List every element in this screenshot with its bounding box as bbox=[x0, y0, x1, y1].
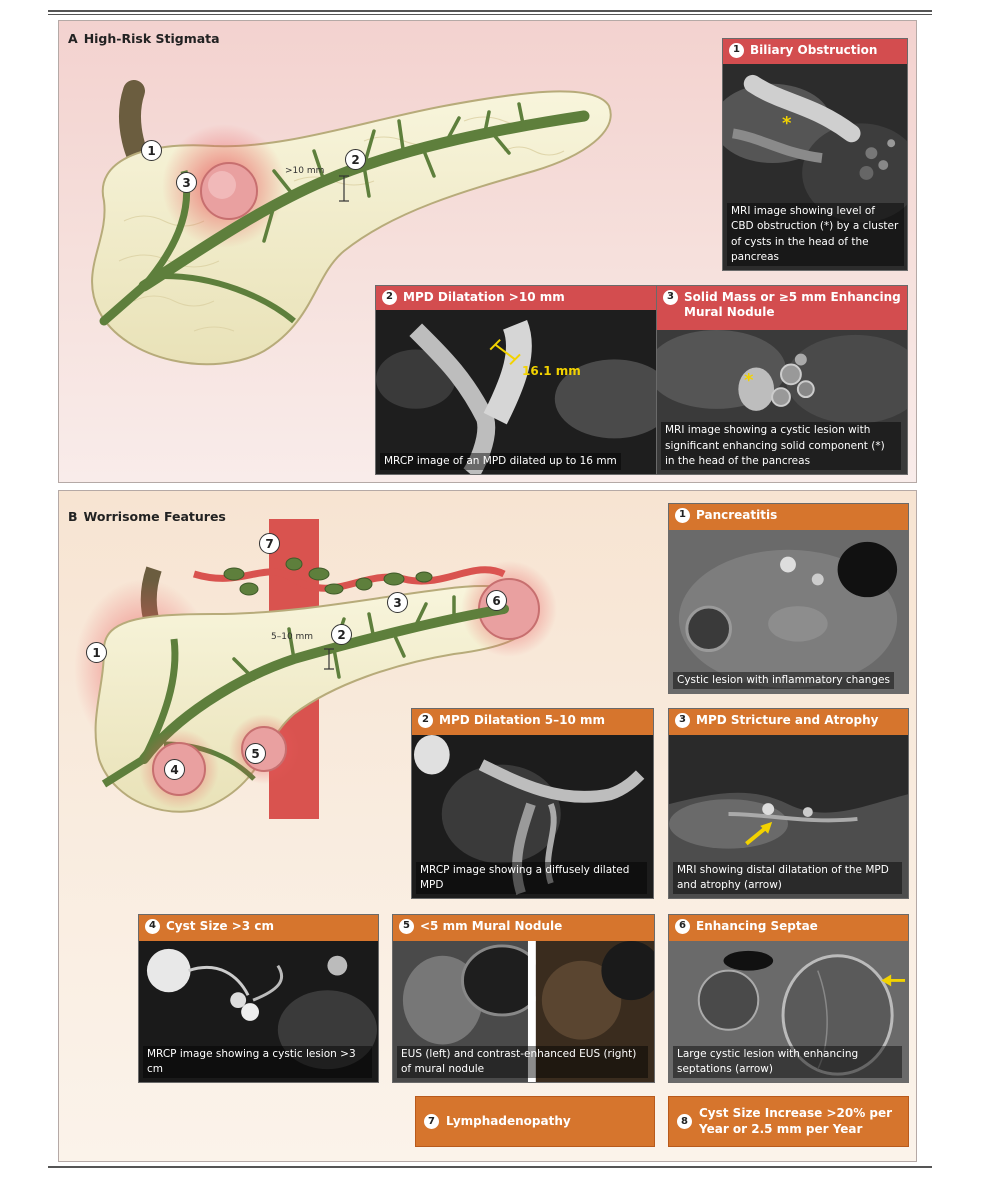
panel-cyst-size-increase: 8 Cyst Size Increase >20% per Year or 2.… bbox=[668, 1096, 909, 1147]
panel-b1-caption: Cystic lesion with inflammatory changes bbox=[673, 671, 894, 689]
panel-a3-asterisk: * bbox=[744, 370, 754, 391]
panel-a2-image bbox=[376, 310, 672, 474]
section-a-title: A High-Risk Stigmata bbox=[68, 31, 220, 46]
panel-b5-number: 5 bbox=[399, 919, 414, 934]
top-rule-thick bbox=[48, 10, 932, 12]
panel-a2-measurement: 16.1 mm bbox=[522, 364, 581, 378]
panel-a1-title: Biliary Obstruction bbox=[750, 43, 878, 57]
panel-cyst-size-3cm: 4 Cyst Size >3 cm MRCP image showing a c… bbox=[138, 914, 379, 1083]
panel-b5-image bbox=[393, 941, 654, 1082]
panel-b6-image bbox=[669, 941, 908, 1082]
panel-b1-image bbox=[669, 530, 908, 693]
section-high-risk-stigmata: A High-Risk Stigmata bbox=[58, 20, 917, 483]
panel-b1-title: Pancreatitis bbox=[696, 508, 778, 522]
panel-pancreatitis: 1 Pancreatitis Cystic lesion with inflam… bbox=[668, 503, 909, 694]
callout-3-b: 3 bbox=[387, 592, 408, 613]
callout-2-b: 2 bbox=[331, 624, 352, 645]
panel-b2-header: 2 MPD Dilatation 5–10 mm bbox=[412, 709, 653, 735]
panel-b6-caption: Large cystic lesion with enhancing septa… bbox=[673, 1045, 903, 1078]
splenic-artery-b bbox=[192, 566, 506, 592]
panel-a1-number: 1 bbox=[729, 43, 744, 58]
callout-7-b: 7 bbox=[259, 533, 280, 554]
top-rule-thin bbox=[48, 14, 932, 15]
mpd-size-label-a: >10 mm bbox=[285, 166, 325, 176]
callout-4-b: 4 bbox=[164, 759, 185, 780]
panel-b6-title: Enhancing Septae bbox=[696, 919, 818, 933]
bottom-rule bbox=[48, 1166, 932, 1168]
panel-b3-header: 3 MPD Stricture and Atrophy bbox=[669, 709, 908, 735]
panel-b4-caption: MRCP image showing a cystic lesion >3 cm bbox=[143, 1045, 373, 1078]
pancreas-illustration-a bbox=[91, 80, 612, 366]
panel-b2-image bbox=[412, 735, 653, 898]
panel-b1-header: 1 Pancreatitis bbox=[669, 504, 908, 530]
callout-2-a: 2 bbox=[345, 149, 366, 170]
panel-a2-caption: MRCP image of an MPD dilated up to 16 mm bbox=[380, 452, 621, 470]
panel-mpd-dilatation-10mm: 2 MPD Dilatation >10 mm 16.1 mm MRCP ima… bbox=[375, 285, 673, 475]
panel-a1-asterisk: * bbox=[782, 113, 792, 134]
callout-3-a: 3 bbox=[176, 172, 197, 193]
panel-b3-number: 3 bbox=[675, 713, 690, 728]
panel-a3-number: 3 bbox=[663, 290, 678, 305]
panel-b4-image bbox=[139, 941, 378, 1082]
panel-a3-title: Solid Mass or ≥5 mm Enhancing Mural Nodu… bbox=[684, 290, 901, 319]
panel-b3-title: MPD Stricture and Atrophy bbox=[696, 713, 879, 727]
panel-a3-header: 3 Solid Mass or ≥5 mm Enhancing Mural No… bbox=[657, 286, 907, 330]
callout-6-b: 6 bbox=[486, 590, 507, 611]
panel-lymphadenopathy: 7 Lymphadenopathy bbox=[415, 1096, 655, 1147]
panel-enhancing-septae: 6 Enhancing Septae Large cystic lesion w… bbox=[668, 914, 909, 1083]
panel-b2-number: 2 bbox=[418, 713, 433, 728]
panel-b5-title: <5 mm Mural Nodule bbox=[420, 919, 563, 933]
panel-solid-mass: 3 Solid Mass or ≥5 mm Enhancing Mural No… bbox=[656, 285, 908, 475]
section-a-heading: High-Risk Stigmata bbox=[83, 31, 220, 46]
panel-b6-number: 6 bbox=[675, 919, 690, 934]
panel-b7-number: 7 bbox=[424, 1114, 439, 1129]
panel-b1-number: 1 bbox=[675, 508, 690, 523]
panel-b7-title: Lymphadenopathy bbox=[446, 1113, 571, 1128]
panel-a1-header: 1 Biliary Obstruction bbox=[723, 39, 907, 64]
panel-b4-header: 4 Cyst Size >3 cm bbox=[139, 915, 378, 941]
section-b-letter: B bbox=[68, 509, 78, 524]
panel-a2-header: 2 MPD Dilatation >10 mm bbox=[376, 286, 672, 310]
section-a-letter: A bbox=[68, 31, 78, 46]
callout-1-a: 1 bbox=[141, 140, 162, 161]
panel-a3-caption: MRI image showing a cystic lesion with s… bbox=[661, 422, 901, 470]
panel-a1-image bbox=[723, 64, 907, 270]
panel-b2-title: MPD Dilatation 5–10 mm bbox=[439, 713, 606, 727]
panel-b8-number: 8 bbox=[677, 1114, 692, 1129]
panel-a3-image bbox=[657, 330, 907, 474]
panel-b8-title: Cyst Size Increase >20% per Year or 2.5 … bbox=[699, 1105, 893, 1136]
panel-mpd-dilatation-5-10mm: 2 MPD Dilatation 5–10 mm MRCP image show… bbox=[411, 708, 654, 899]
callout-5-b: 5 bbox=[245, 743, 266, 764]
section-b-title: B Worrisome Features bbox=[68, 509, 226, 524]
section-worrisome-features: B Worrisome Features bbox=[58, 490, 917, 1162]
panel-mpd-stricture-atrophy: 3 MPD Stricture and Atrophy MRI showing … bbox=[668, 708, 909, 899]
panel-a2-title: MPD Dilatation >10 mm bbox=[403, 290, 565, 304]
panel-b5-caption: EUS (left) and contrast-enhanced EUS (ri… bbox=[397, 1045, 648, 1078]
panel-mural-nodule: 5 <5 mm Mural Nodule EUS (left) and cont… bbox=[392, 914, 655, 1083]
panel-b3-caption: MRI showing distal dilatation of the MPD… bbox=[673, 861, 903, 894]
panel-b5-header: 5 <5 mm Mural Nodule bbox=[393, 915, 654, 941]
panel-b2-caption: MRCP image showing a diffusely dilated M… bbox=[416, 861, 648, 894]
callout-1-b: 1 bbox=[86, 642, 107, 663]
panel-b6-header: 6 Enhancing Septae bbox=[669, 915, 908, 941]
panel-biliary-obstruction: 1 Biliary Obstruction * MRI image showin… bbox=[722, 38, 908, 271]
panel-b3-image bbox=[669, 735, 908, 898]
panel-b4-title: Cyst Size >3 cm bbox=[166, 919, 274, 933]
panel-a2-number: 2 bbox=[382, 290, 397, 305]
mpd-size-label-b: 5–10 mm bbox=[271, 632, 314, 642]
section-b-heading: Worrisome Features bbox=[83, 509, 226, 524]
panel-b4-number: 4 bbox=[145, 919, 160, 934]
panel-a1-caption: MRI image showing level of CBD obstructi… bbox=[727, 203, 904, 266]
